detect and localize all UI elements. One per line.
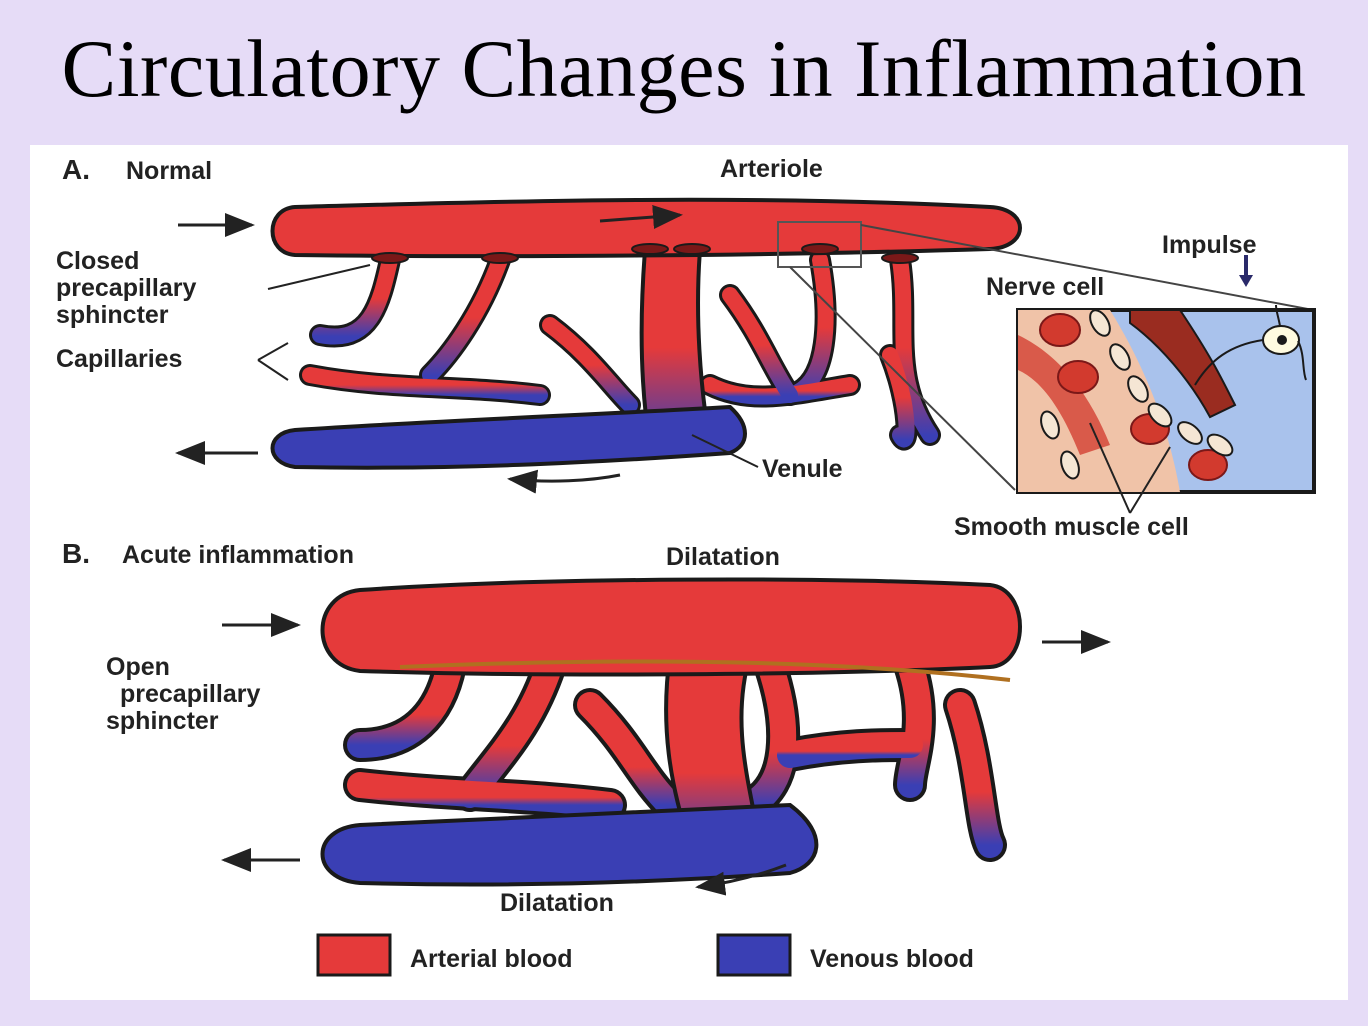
- impulse-arrow: [1239, 255, 1253, 287]
- open-sphincter-label: Open precapillary sphincter: [106, 653, 260, 735]
- closed-sphincters-a: [371, 243, 919, 264]
- legend-arterial-swatch: [316, 933, 392, 977]
- zoom-connector-lines: [789, 224, 1314, 491]
- closed-sphincter-label: Closed precapillary sphincter: [56, 247, 196, 329]
- capillaries-label: Capillaries: [56, 345, 182, 373]
- smooth-muscle-label: Smooth muscle cell: [954, 513, 1189, 541]
- circulation-diagram: A. Normal: [56, 154, 1316, 977]
- legend-arterial-label: Arterial blood: [410, 945, 573, 973]
- arteriole-label: Arteriole: [720, 155, 823, 183]
- panel-a-heading: Normal: [126, 157, 212, 185]
- legend-venous-label: Venous blood: [810, 945, 974, 973]
- svg-text:sphincter: sphincter: [106, 707, 219, 735]
- capillary-network-a: [299, 249, 941, 451]
- impulse-label: Impulse: [1162, 231, 1257, 259]
- panel-a-letter: A.: [62, 154, 90, 185]
- legend-venous-swatch: [716, 933, 792, 977]
- svg-text:Closed: Closed: [56, 247, 139, 275]
- venule-label: Venule: [762, 455, 843, 483]
- svg-text:sphincter: sphincter: [56, 301, 169, 329]
- slide-title: Circulatory Changes in Inflammation: [61, 23, 1307, 114]
- panel-b-heading: Acute inflammation: [122, 541, 354, 569]
- svg-text:Open: Open: [106, 653, 170, 681]
- nerve-cell-label: Nerve cell: [986, 273, 1104, 301]
- smooth-muscle-inset: [1016, 304, 1316, 494]
- svg-text:precapillary: precapillary: [120, 680, 260, 708]
- flow-arrows-a: [175, 205, 683, 494]
- zoom-region: [777, 221, 862, 268]
- dilatation-bottom-label: Dilatation: [500, 889, 614, 917]
- panel-b-letter: B.: [62, 538, 90, 569]
- arteriole-b: [320, 577, 1022, 677]
- flow-arrows-b: [221, 613, 1111, 896]
- panel-b: B. Acute inflammation Dilatation: [62, 538, 1111, 917]
- legend: Arterial blood Venous blood: [316, 933, 974, 977]
- svg-text:precapillary: precapillary: [56, 274, 196, 302]
- open-sphincters-b: [399, 659, 1011, 682]
- venule-a: [270, 404, 747, 470]
- panel-a: A. Normal: [56, 154, 1316, 541]
- venule-b: [320, 802, 819, 887]
- dilatation-top-label: Dilatation: [666, 543, 780, 571]
- circulation-figure: A. Normal: [30, 145, 1348, 1000]
- capillary-network-b: [343, 648, 1007, 862]
